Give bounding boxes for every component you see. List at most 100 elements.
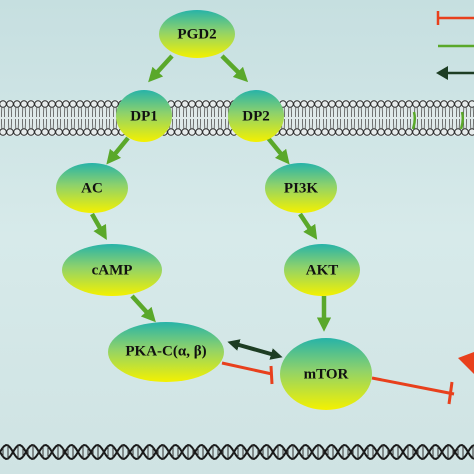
lipid-head [440, 100, 448, 108]
lipid-tail [421, 107, 425, 118]
lipid-head [216, 128, 224, 136]
lipid-head [34, 100, 42, 108]
lipid-head [55, 128, 63, 136]
lipid-tail [400, 107, 404, 118]
lipid-head [111, 128, 119, 136]
lipid-head [6, 100, 14, 108]
lipid-tail [435, 107, 439, 118]
lipid-tail [64, 118, 68, 129]
lipid-head [209, 100, 217, 108]
lipid-tail [449, 118, 453, 129]
edge-dp1-ac [106, 136, 130, 165]
lipid-tail [85, 118, 89, 129]
lipid-head [0, 128, 7, 136]
lipid-tail [288, 107, 292, 118]
lipid-head [426, 100, 434, 108]
lipid-tail [428, 118, 432, 129]
lipid-head [27, 128, 35, 136]
lipid-head [419, 100, 427, 108]
lipid-tail [36, 107, 40, 118]
lipid-head [286, 128, 294, 136]
lipid-head [202, 128, 210, 136]
lipid-tail [365, 118, 369, 129]
lipid-tail [330, 118, 334, 129]
lipid-head [209, 128, 217, 136]
edge-pka-mtor-bidirectional [227, 339, 283, 360]
lipid-tail [407, 107, 411, 118]
edge-mtor-inhibition-out [371, 352, 474, 405]
lipid-head [454, 100, 462, 108]
lipid-head [356, 100, 364, 108]
membrane-embedded-marks [411, 111, 465, 130]
lipid-tail [43, 118, 47, 129]
lipid-head [195, 128, 203, 136]
lipid-head [62, 128, 70, 136]
lipid-head [328, 128, 336, 136]
lipid-tail [393, 107, 397, 118]
lipid-head [223, 100, 231, 108]
lipid-head [83, 128, 91, 136]
lipid-tail [218, 107, 222, 118]
lipid-head [328, 100, 336, 108]
lipid-tail [358, 107, 362, 118]
lipid-tail [50, 107, 54, 118]
lipid-head [447, 128, 455, 136]
lipid-head [398, 128, 406, 136]
lipid-tail [183, 118, 187, 129]
lipid-head [342, 100, 350, 108]
lipid-head [104, 128, 112, 136]
node-pgd2: PGD2 [159, 10, 235, 58]
lipid-tail [85, 107, 89, 118]
lipid-tail [57, 107, 61, 118]
lipid-head [83, 100, 91, 108]
lipid-tail [64, 107, 68, 118]
lipid-head [174, 100, 182, 108]
lipid-tail [8, 107, 12, 118]
lipid-head [461, 128, 469, 136]
lipid-tail [190, 107, 194, 118]
node-dp1: DP1 [116, 90, 172, 142]
lipid-tail [372, 107, 376, 118]
lipid-tail [288, 118, 292, 129]
edge-dp2-pi3k [266, 136, 290, 165]
lipid-head [41, 128, 49, 136]
lipid-head [335, 128, 343, 136]
lipid-head [223, 128, 231, 136]
lipid-head [111, 100, 119, 108]
lipid-head [356, 128, 364, 136]
edge-pgd2-dp2 [220, 54, 249, 83]
lipid-tail [351, 107, 355, 118]
lipid-tail [197, 107, 201, 118]
node-dp2-label: DP2 [242, 108, 270, 124]
node-dp2: DP2 [228, 90, 284, 142]
lipid-head [426, 128, 434, 136]
legend-inhibition-mark [436, 11, 474, 25]
lipid-head [34, 128, 42, 136]
lipid-head [342, 128, 350, 136]
lipid-tail [36, 118, 40, 129]
lipid-tail [204, 118, 208, 129]
legend [436, 11, 474, 80]
lipid-tail [99, 118, 103, 129]
lipid-tail [92, 118, 96, 129]
lipid-tail [15, 118, 19, 129]
lipid-head [62, 100, 70, 108]
node-pka-label: PKA-C(α, β) [125, 343, 206, 359]
lipid-tail [393, 118, 397, 129]
lipid-head [447, 100, 455, 108]
lipid-tail [379, 118, 383, 129]
lipid-head [20, 100, 28, 108]
lipid-head [27, 100, 35, 108]
lipid-head [440, 128, 448, 136]
lipid-tail [1, 118, 5, 129]
node-ac: AC [56, 163, 128, 213]
lipid-head [300, 100, 308, 108]
lipid-head [468, 128, 474, 136]
lipid-tail [197, 118, 201, 129]
lipid-tail [456, 118, 460, 129]
lipid-tail [50, 118, 54, 129]
lipid-head [195, 100, 203, 108]
lipid-tail [309, 118, 313, 129]
lipid-tail [456, 107, 460, 118]
